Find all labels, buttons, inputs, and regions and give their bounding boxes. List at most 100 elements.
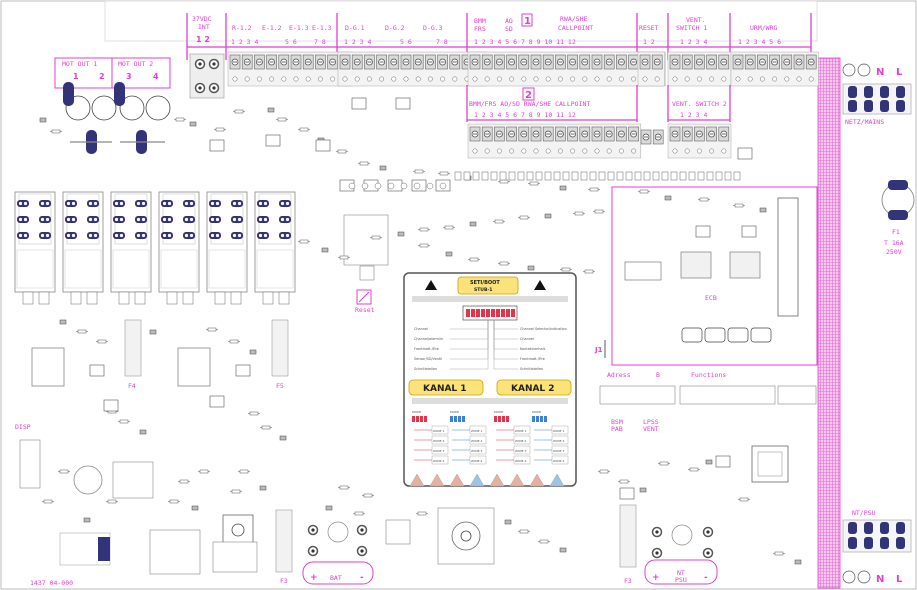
mode-switch xyxy=(450,416,453,422)
screw-terminal xyxy=(591,54,603,70)
fuse-f5-label: F5 xyxy=(276,382,284,390)
header-e12-pins: 5 6 xyxy=(285,38,297,46)
pin-pair xyxy=(113,216,125,223)
smd-capacitor xyxy=(544,213,552,219)
smd-resistor xyxy=(737,497,751,502)
header-int-pins: 1 2 xyxy=(196,35,210,44)
pin-pair xyxy=(65,232,77,239)
screw-terminal xyxy=(469,54,481,70)
smd-resistor xyxy=(173,117,187,122)
status-triangle xyxy=(469,473,485,487)
smd-capacitor xyxy=(325,505,333,511)
battery-area: F3 + BAT - F3 + NT PSU - xyxy=(275,504,718,585)
smd-capacitor xyxy=(559,185,567,191)
header-pin xyxy=(490,171,498,181)
bat-label: BAT xyxy=(330,574,342,582)
smd-resistor xyxy=(259,425,273,430)
screw-terminal xyxy=(706,54,717,70)
smd-resistor xyxy=(197,469,211,474)
screw-terminal xyxy=(278,54,290,70)
pin-pair xyxy=(135,216,147,223)
header-vent: VENT. xyxy=(686,16,706,24)
smd-resistor xyxy=(335,149,349,154)
smd-resistor xyxy=(357,161,371,166)
pin-pair xyxy=(113,232,125,239)
header-pin xyxy=(544,171,552,181)
nt-plus: + xyxy=(652,573,660,583)
ic-package xyxy=(315,139,331,152)
module-mode-label: MODE xyxy=(532,410,541,414)
screw-terminal xyxy=(651,54,663,70)
fuse-f1-rating: T 16A xyxy=(884,239,904,247)
ntpsu-pin xyxy=(880,537,889,549)
header-bmm: BMM xyxy=(474,17,486,25)
dip-switch xyxy=(491,309,495,317)
screw-terminal xyxy=(302,54,314,70)
ntpsu-pin xyxy=(864,537,873,549)
smd-capacitor xyxy=(39,117,47,123)
module-zone-row: ZONE 4 xyxy=(433,459,445,463)
screw-terminal xyxy=(744,54,756,70)
dip-switch xyxy=(476,309,480,317)
mains-pin xyxy=(864,100,873,112)
smd-resistor xyxy=(467,257,481,262)
pin-pair xyxy=(209,216,221,223)
dip-switch xyxy=(511,309,515,317)
screw-terminal xyxy=(567,126,578,142)
header-dg2: D-G.2 xyxy=(385,24,405,32)
smd-resistor xyxy=(75,329,89,334)
screw-terminal xyxy=(542,54,554,70)
smd-resistor xyxy=(105,499,119,504)
ic-package xyxy=(103,399,119,412)
mode-switch xyxy=(544,416,547,422)
ntpsu-pin xyxy=(896,522,905,534)
bat-minus: - xyxy=(360,573,364,583)
header-dg2-pins: 5 6 xyxy=(400,38,412,46)
dip-switch xyxy=(466,309,470,317)
header-pin xyxy=(670,171,678,181)
ntpsu-pin xyxy=(848,522,857,534)
screw-terminal xyxy=(579,126,591,142)
ntpsu-top-label: NT/PSU xyxy=(852,509,876,517)
screw-terminal xyxy=(616,54,627,70)
smd-resistor xyxy=(49,129,63,134)
screw-terminal xyxy=(805,54,817,70)
header-pin xyxy=(472,171,480,181)
smd-resistor xyxy=(697,197,711,202)
smd-resistor xyxy=(732,203,746,208)
pin-pair xyxy=(113,200,125,207)
mains-pin xyxy=(848,86,857,98)
smd-resistor xyxy=(247,411,261,416)
ic-package xyxy=(695,225,711,238)
pin-pair xyxy=(209,200,221,207)
smd-capacitor xyxy=(139,429,147,435)
module-left-row: Channel xyxy=(414,327,428,331)
screw-terminal xyxy=(253,54,265,70)
screw-terminal xyxy=(229,54,241,70)
screw-terminal xyxy=(591,126,603,142)
header-urm-pins: 1 2 3 4 5 6 xyxy=(738,38,781,46)
module-top-label: SETI/BOOT xyxy=(470,280,500,286)
screw-terminal xyxy=(681,126,693,142)
smd-capacitor xyxy=(705,459,713,465)
mode-switch xyxy=(532,416,535,422)
status-triangle xyxy=(489,473,505,487)
ic-package xyxy=(715,455,731,468)
dip-switch xyxy=(481,309,485,317)
pin-pair xyxy=(65,200,77,207)
smd-resistor xyxy=(597,469,611,474)
smd-resistor xyxy=(227,339,241,344)
via xyxy=(400,182,408,190)
pin-pair xyxy=(279,216,291,223)
header-pin xyxy=(571,171,579,181)
bat-plus: + xyxy=(310,573,318,583)
smd-resistor xyxy=(582,269,596,274)
header-pin xyxy=(598,171,606,181)
smd-resistor xyxy=(442,225,456,230)
module-zone-row: ZONE 4 xyxy=(553,459,565,463)
pin-pair xyxy=(209,232,221,239)
mode-switch xyxy=(494,416,497,422)
pin-pair xyxy=(87,216,99,223)
via xyxy=(348,182,356,190)
screw-terminal xyxy=(669,54,681,70)
